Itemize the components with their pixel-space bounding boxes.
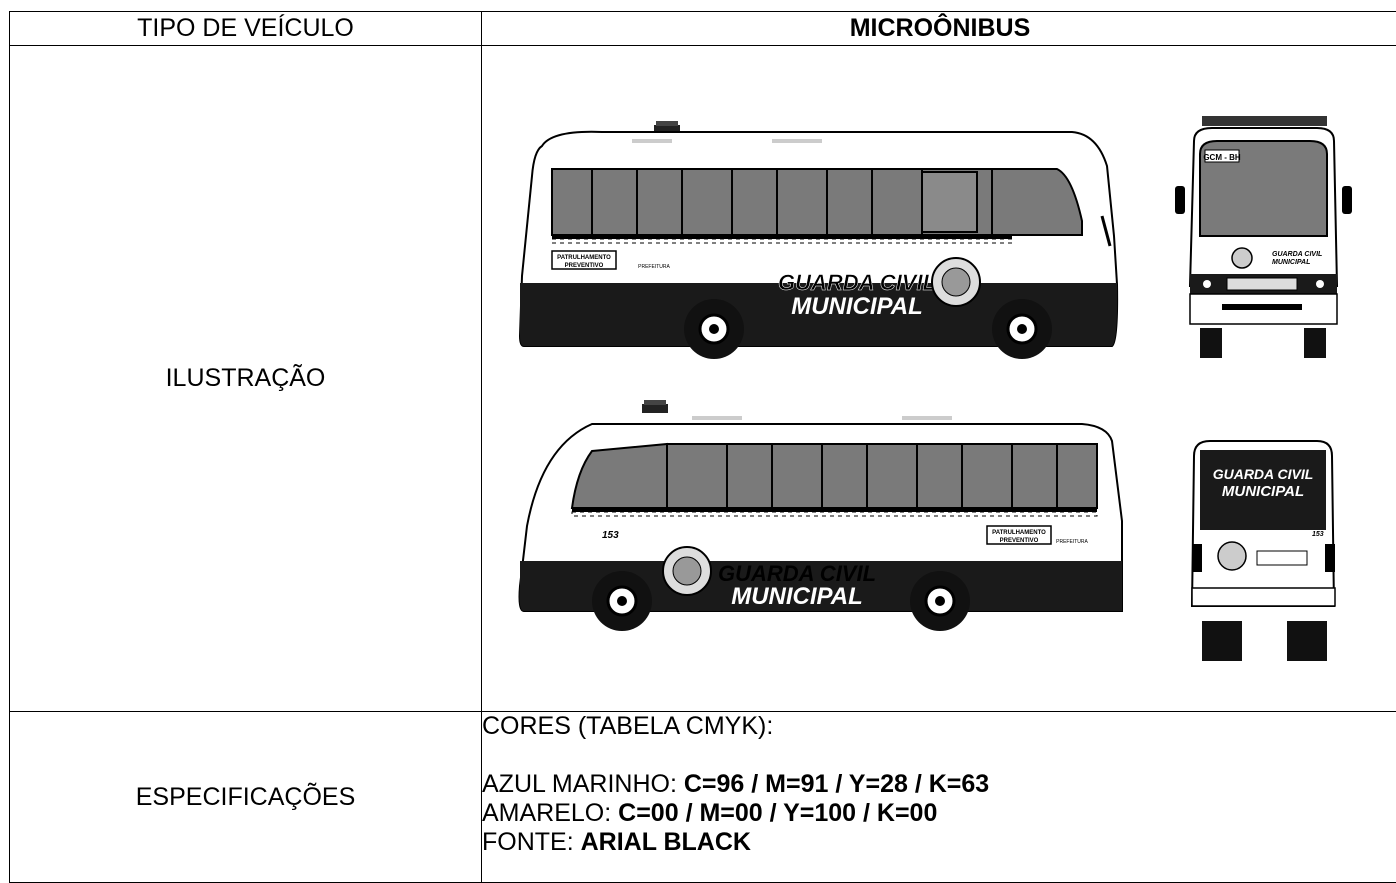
vehicle-type-row: TIPO DE VEÍCULO MICROÔNIBUS [10,12,1396,46]
svg-text:PATRULHAMENTO: PATRULHAMENTO [992,530,1046,536]
bus-side-view-left: 153 GUARDA CIVIL MUNICIPAL PATRULHAMENTO… [520,400,1123,631]
bus-rear-view: GUARDA CIVIL MUNICIPAL 153 [1192,441,1335,661]
spec-label-navy: AZUL MARINHO: [482,770,684,798]
spec-value-font: ARIAL BLACK [581,828,751,856]
spec-line-navy: AZUL MARINHO: C=96 / M=91 / Y=28 / K=63 [482,770,1396,799]
svg-text:PREFEITURA: PREFEITURA [1056,539,1088,545]
prefeitura-text: PREFEITURA [638,264,670,270]
svg-text:GUARDA CIVIL: GUARDA CIVIL [1272,251,1322,258]
spec-value-navy: C=96 / M=91 / Y=28 / K=63 [684,770,989,798]
spec-value-yellow: C=00 / M=00 / Y=100 / K=00 [618,799,937,827]
vehicle-type-label: TIPO DE VEÍCULO [10,12,482,46]
svg-text:PREVENTIVO: PREVENTIVO [1000,538,1039,544]
destination-sign-text: GCM - BH [1203,153,1241,162]
gcm-text-line2: MUNICIPAL [791,293,923,320]
spec-line-font: FONTE: ARIAL BLACK [482,828,1396,857]
vehicle-spec-table: TIPO DE VEÍCULO MICROÔNIBUS ILUSTRAÇÃO [9,11,1396,883]
illustration-cell: PATRULHAMENTO PREVENTIVO PREFEITURA GUAR… [482,46,1396,712]
microbus-illustration: PATRULHAMENTO PREVENTIVO PREFEITURA GUAR… [482,46,1396,711]
svg-text:153: 153 [1312,531,1324,538]
gcm-text-line1: GUARDA CIVIL [778,270,936,295]
svg-text:MUNICIPAL: MUNICIPAL [1222,483,1304,500]
specifications-cell: CORES (TABELA CMYK): AZUL MARINHO: C=96 … [482,712,1396,883]
patrol-badge-line2: PREVENTIVO [565,263,604,269]
bus-side-view-right: PATRULHAMENTO PREVENTIVO PREFEITURA GUAR… [520,121,1117,359]
illustration-label: ILUSTRAÇÃO [10,46,482,712]
svg-text:MUNICIPAL: MUNICIPAL [1272,259,1310,266]
specifications-label: ESPECIFICAÇÕES [10,712,482,883]
spec-label-font: FONTE: [482,828,581,856]
fleet-number: 153 [602,530,619,541]
illustration-row: ILUSTRAÇÃO [10,46,1396,712]
spec-label-yellow: AMARELO: [482,799,618,827]
svg-text:MUNICIPAL: MUNICIPAL [731,583,863,610]
colors-title: CORES (TABELA CMYK): [482,712,1396,741]
bus-front-view: GCM - BH GUARDA CIVIL MUNICIPAL [1175,116,1352,358]
vehicle-type-value: MICROÔNIBUS [482,12,1396,46]
patrol-badge-line1: PATRULHAMENTO [557,255,611,261]
specifications-row: ESPECIFICAÇÕES CORES (TABELA CMYK): AZUL… [10,712,1396,883]
svg-text:GUARDA CIVIL: GUARDA CIVIL [1213,466,1314,482]
spec-line-yellow: AMARELO: C=00 / M=00 / Y=100 / K=00 [482,799,1396,828]
